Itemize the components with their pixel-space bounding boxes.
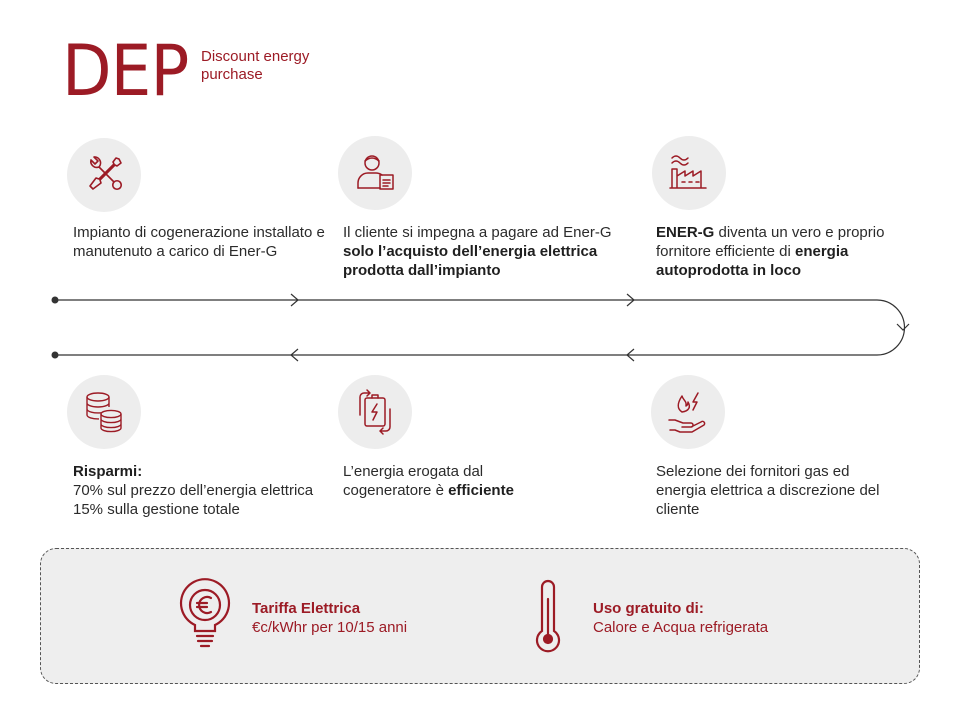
battery-cycle-icon — [359, 389, 391, 435]
logo-subtitle: Discount energy purchase — [201, 48, 310, 83]
step-2-text-part: solo l’acquisto dell’energia elettrica p… — [343, 243, 598, 279]
thermometer-icon — [535, 579, 561, 653]
benefit-desc-1: €c/kWhr per 10/15 anni — [252, 619, 408, 636]
benefits-panel: Tariffa Elettrica €c/kWhr per 10/15 anni… — [40, 548, 920, 684]
step-3-text-part: ENER-G — [656, 224, 715, 241]
step-circle-5 — [338, 375, 412, 449]
logo: DEP — [62, 30, 189, 112]
step-text-5: L’energia erogata dal cogeneratore è eff… — [343, 462, 543, 500]
euro-bulb-icon — [179, 578, 231, 648]
step-circle-2 — [338, 136, 412, 210]
benefit-title-1: Tariffa Elettrica — [252, 600, 361, 617]
step-1-text-part: Impianto di cogenerazione installato e m… — [73, 224, 325, 260]
step-circle-3 — [652, 136, 726, 210]
step-5-text-part: L’energia erogata dal cogeneratore è — [343, 463, 484, 499]
coins-icon — [86, 392, 122, 433]
step-5-text-part: efficiente — [448, 482, 514, 499]
step-3-text-part: energia autoprodotta in loco — [656, 243, 849, 279]
factory-icon — [669, 155, 707, 189]
step-text-4: Risparmi: 70% sul prezzo dell’energia el… — [73, 462, 343, 519]
step-circle-6 — [651, 375, 725, 449]
step-6-text-part: Selezione dei fornitori gas ed energia e… — [656, 463, 880, 518]
step-4-text-part: 70% sul prezzo dell’energia elettrica 15… — [73, 482, 314, 518]
step-text-2: Il cliente si impegna a pagare ad Ener-G… — [343, 223, 628, 280]
tools-icon — [89, 156, 123, 191]
client-icon — [357, 155, 394, 190]
step-2-text-part: Il cliente si impegna a pagare ad Ener-G — [343, 224, 612, 241]
step-text-6: Selezione dei fornitori gas ed energia e… — [656, 462, 896, 519]
step-circle-1 — [67, 138, 141, 212]
benefit-desc-2: Calore e Acqua refrigerata — [593, 619, 769, 636]
step-text-3: ENER-G diventa un vero e proprio fornito… — [656, 223, 896, 280]
step-text-1: Impianto di cogenerazione installato e m… — [73, 223, 343, 261]
benefit-title-2: Uso gratuito di: — [593, 600, 704, 617]
step-circle-4 — [67, 375, 141, 449]
step-3-text-part: diventa un vero e proprio fornitore effi… — [656, 224, 885, 260]
hand-energy-icon — [668, 392, 706, 433]
step-4-text-part: Risparmi: — [73, 463, 143, 480]
